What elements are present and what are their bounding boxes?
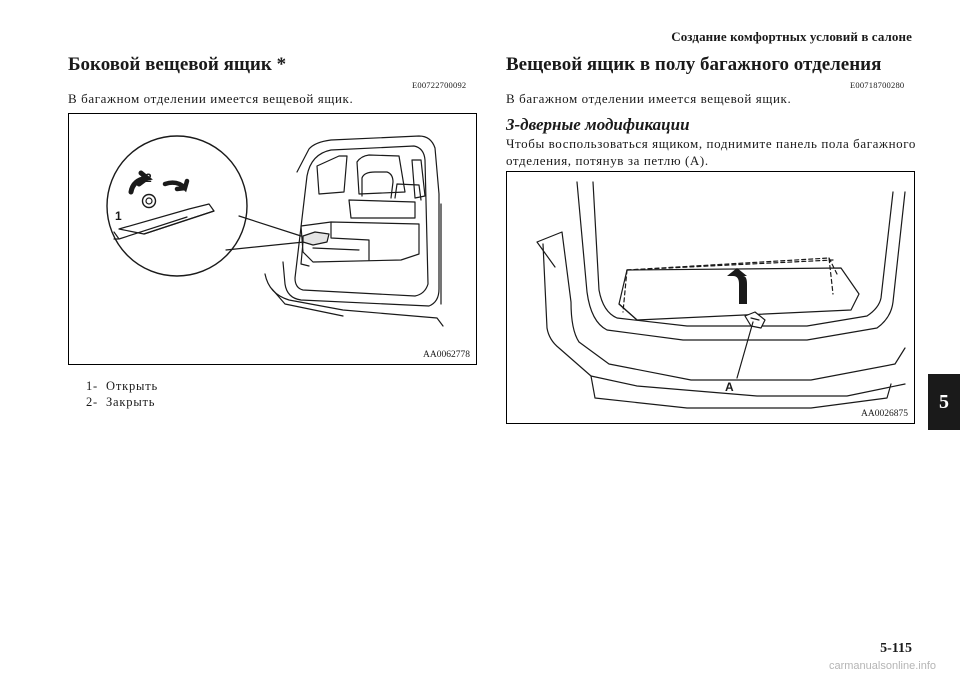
side-box-illustration: 2 1 — [106, 135, 444, 327]
floor-box-illustration: A — [536, 181, 906, 409]
floor-box-figure: A AA0026875 — [506, 171, 915, 424]
floor-box-heading: Вещевой ящик в полу багажного отделения — [506, 54, 882, 75]
callout-2: 2 — [145, 171, 152, 185]
legend-item-open: 1-Открыть — [86, 379, 158, 393]
page-number: 5-115 — [880, 641, 912, 656]
side-box-code: E00722700092 — [412, 80, 467, 90]
legend-item-close: 2-Закрыть — [86, 395, 156, 409]
legend-list: 1-Открыть 2-Закрыть — [86, 378, 158, 410]
floor-box-figure-code: AA0026875 — [861, 409, 908, 419]
side-box-figure: 2 1 AA0062778 — [68, 113, 477, 365]
side-box-figure-code: AA0062778 — [423, 350, 470, 360]
floor-box-instructions: Чтобы воспользоваться ящиком, поднимите … — [506, 136, 916, 168]
section-header: Создание комфортных условий в салоне — [671, 29, 912, 44]
three-door-subheading: 3-дверные модификации — [506, 115, 690, 134]
chapter-tab: 5 — [928, 374, 960, 430]
side-box-heading: Боковой вещевой ящик * — [68, 54, 287, 75]
callout-a: A — [725, 380, 734, 394]
watermark: carmanualsonline.info — [828, 660, 936, 672]
callout-1: 1 — [115, 209, 122, 223]
floor-box-code: E00718700280 — [850, 80, 905, 90]
side-box-text: В багажном отделении имеется вещевой ящи… — [68, 91, 354, 106]
floor-box-text: В багажном отделении имеется вещевой ящи… — [506, 91, 792, 106]
